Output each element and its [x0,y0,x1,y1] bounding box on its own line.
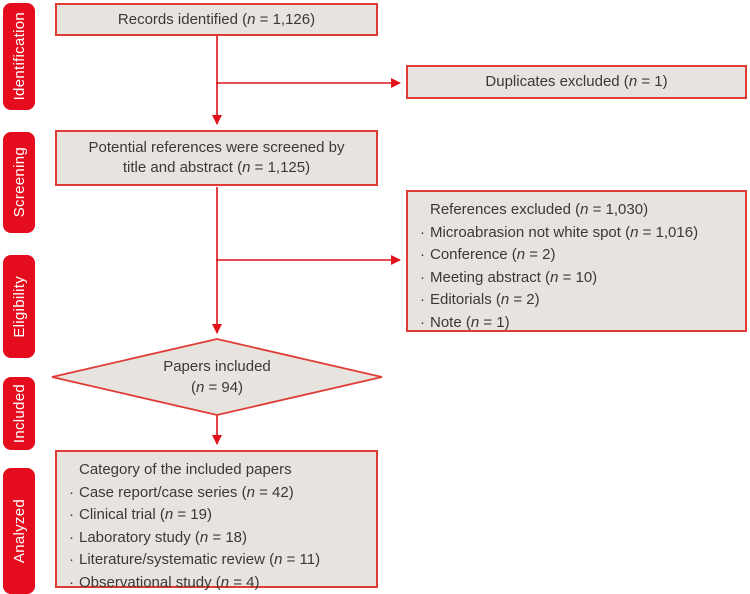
list-item-text: Observational study (n = 4) [79,573,260,591]
stage-included: Included [3,377,35,450]
papers-included-line2: (n = 94) [190,379,244,396]
bullet-marker: · [69,483,74,501]
stage-analyzed: Analyzed [3,468,35,594]
list-item-text: Note (n = 1) [430,313,510,331]
bullet-marker: · [69,551,74,568]
list-item: · Microabrasion not white spot (n = 1,01… [420,222,735,245]
bullet-marker: · [420,268,425,286]
duplicates-excluded-text: Duplicates excluded (n = 1) [485,73,668,90]
list-item-text: Meeting abstract (n = 10) [430,268,598,286]
list-item-text: Literature/systematic review (n = 11) [79,551,321,568]
records-identified-box: Records identified (n = 1,126) [55,3,378,36]
stage-label-identification: Identification [10,12,28,101]
category-list: · Case report/case series (n = 42) · Cli… [69,482,366,594]
screened-box: Potential references were screened by ti… [55,130,378,186]
stage-label-eligibility: Eligibility [10,275,28,338]
references-excluded-list: · Microabrasion not white spot (n = 1,01… [420,222,735,335]
references-excluded-box: References excluded (n = 1,030) · Microa… [406,190,747,332]
category-title: Category of the included papers [79,461,292,478]
bullet-marker: · [420,291,425,308]
papers-included-line1: Papers included [163,358,271,375]
references-excluded-title: References excluded (n = 1,030) [430,201,649,218]
bullet-marker: · [69,528,74,546]
duplicates-excluded-box: Duplicates excluded (n = 1) [406,65,747,99]
list-item-text: Conference (n = 2) [430,246,556,263]
list-item: · Note (n = 1) [420,312,735,335]
stage-label-included: Included [10,383,28,444]
list-item: · Conference (n = 2) [420,244,735,267]
papers-included-label: Papers included (n = 94) [52,345,382,409]
list-item-text: Editorials (n = 2) [430,291,540,308]
records-identified-text: Records identified (n = 1,126) [117,10,316,28]
list-item: · Case report/case series (n = 42) [69,482,366,505]
bullet-marker: · [420,223,425,241]
category-box: Category of the included papers · Case r… [55,450,378,591]
screened-text: Potential references were screened by ti… [88,139,345,176]
list-item: · Clinical trial (n = 19) [69,504,366,527]
list-item: · Laboratory study (n = 18) [69,527,366,550]
list-item: · Literature/systematic review (n = 11) [69,549,366,572]
stage-eligibility: Eligibility [3,255,35,358]
bullet-marker: · [420,246,425,263]
stage-identification: Identification [3,3,35,110]
stage-label-screening: Screening [10,147,28,218]
stage-label-analyzed: Analyzed [10,498,28,564]
list-item: · Meeting abstract (n = 10) [420,267,735,290]
list-item: · Editorials (n = 2) [420,289,735,312]
bullet-marker: · [69,506,74,523]
list-item-text: Laboratory study (n = 18) [79,528,248,546]
list-item-text: Case report/case series (n = 42) [79,483,294,501]
bullet-marker: · [69,573,74,591]
stage-screening: Screening [3,132,35,233]
list-item-text: Clinical trial (n = 19) [79,506,212,523]
list-item-text: Microabrasion not white spot (n = 1,016) [430,223,699,241]
bullet-marker: · [420,313,425,331]
list-item: · Observational study (n = 4) [69,572,366,594]
